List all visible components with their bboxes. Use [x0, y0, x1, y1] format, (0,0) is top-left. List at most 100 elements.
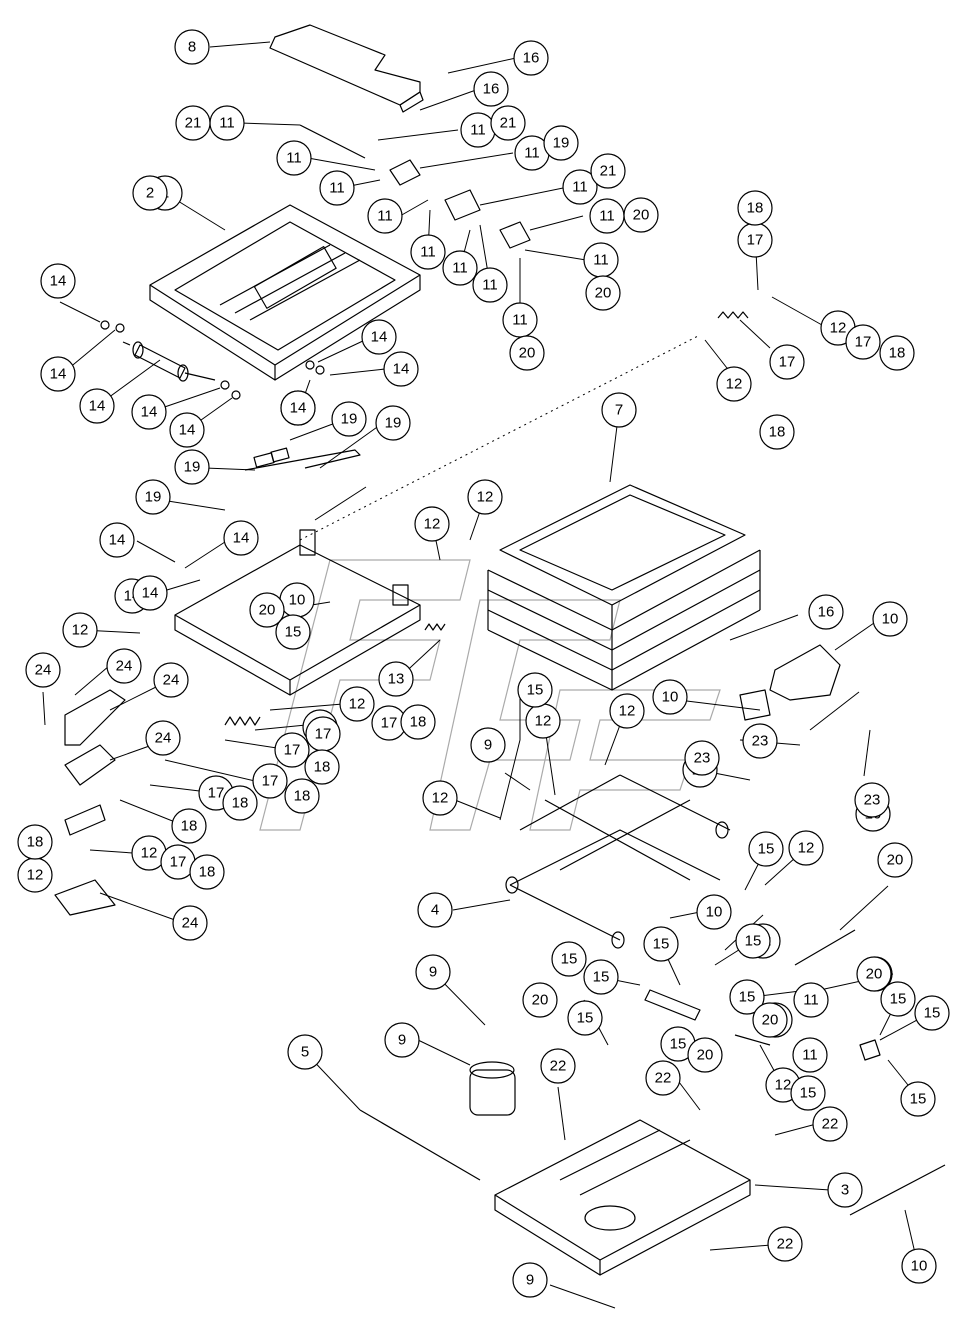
- callout-number: 14: [393, 361, 410, 378]
- callout-circle: [609, 693, 645, 729]
- callout-circle: [414, 506, 450, 542]
- callout-number: 11: [470, 122, 486, 139]
- callout-number: 4: [431, 902, 439, 919]
- callout-17: 17: [160, 844, 196, 880]
- callout-circle: [383, 351, 419, 387]
- callout-circle: [585, 275, 621, 311]
- callout-23: 23: [854, 782, 890, 818]
- callout-circle: [131, 394, 167, 430]
- callout-circle: [872, 601, 908, 637]
- callout-number: 14: [179, 422, 196, 439]
- callout-15: 15: [583, 959, 619, 995]
- callout-number: 24: [116, 658, 133, 675]
- callout-number: 10: [911, 1258, 928, 1275]
- callout-12: 12: [414, 506, 450, 542]
- callout-14: 14: [361, 319, 397, 355]
- callout-12: 12: [788, 830, 824, 866]
- callout-number: 11: [512, 312, 528, 329]
- callout-circle: [845, 324, 881, 360]
- callout-circle: [319, 170, 355, 206]
- callout-10: 10: [696, 894, 732, 930]
- callout-circle: [601, 392, 637, 428]
- callout-number: 15: [593, 969, 610, 986]
- callout-circle: [583, 959, 619, 995]
- callout-number: 14: [290, 400, 307, 417]
- callout-circle: [375, 405, 411, 441]
- callout-circle: [472, 267, 508, 303]
- callout-20: 20: [623, 197, 659, 233]
- callout-21: 21: [590, 153, 626, 189]
- callout-circle: [417, 892, 453, 928]
- callout-number: 12: [830, 320, 847, 337]
- part-hinges: [299, 124, 531, 249]
- callout-circle: [543, 125, 579, 161]
- callout-circle: [40, 356, 76, 392]
- callout-16: 16: [808, 594, 844, 630]
- callout-20: 20: [856, 956, 892, 992]
- callout-circle: [792, 1037, 828, 1073]
- callout-14: 14: [40, 356, 76, 392]
- callout-circle: [645, 1060, 681, 1096]
- callout-7: 7: [601, 392, 637, 428]
- callout-number: 17: [284, 742, 301, 759]
- callout-4: 4: [417, 892, 453, 928]
- callout-11: 11: [472, 267, 508, 303]
- callout-number: 17: [315, 726, 332, 743]
- callout-circle: [509, 335, 545, 371]
- callout-number: 2: [146, 185, 154, 202]
- part-5-rod: [359, 1109, 481, 1181]
- callout-circle: [856, 956, 892, 992]
- callout-14: 14: [79, 388, 115, 424]
- callout-circle: [287, 1034, 323, 1070]
- callout-number: 20: [633, 207, 650, 224]
- callout-24: 24: [172, 905, 208, 941]
- callout-20: 20: [509, 335, 545, 371]
- callout-circle: [284, 778, 320, 814]
- callout-number: 15: [924, 1005, 941, 1022]
- callout-number: 12: [535, 713, 552, 730]
- callout-24: 24: [145, 720, 181, 756]
- callout-number: 17: [208, 785, 225, 802]
- callout-22: 22: [812, 1106, 848, 1142]
- callout-number: 18: [199, 864, 216, 881]
- callout-number: 12: [141, 845, 158, 862]
- callout-circle: [562, 169, 598, 205]
- callout-circle: [367, 198, 403, 234]
- part-7-bellows: [487, 484, 761, 691]
- callout-number: 14: [233, 530, 250, 547]
- callout-20: 20: [752, 1002, 788, 1038]
- springs: [224, 311, 749, 726]
- callout-circle: [652, 679, 688, 715]
- callout-20: 20: [585, 275, 621, 311]
- callout-circle: [415, 954, 451, 990]
- callout-11: 11: [562, 169, 598, 205]
- callout-circle: [153, 662, 189, 698]
- callout-circle: [410, 234, 446, 270]
- callout-number: 24: [35, 662, 52, 679]
- callout-number: 15: [758, 841, 775, 858]
- callout-11: 11: [276, 140, 312, 176]
- part-3-base-plate: [494, 1119, 751, 1276]
- part-drawings: [54, 24, 946, 1276]
- callout-number: 12: [477, 489, 494, 506]
- callout-number: 14: [142, 585, 159, 602]
- callout-circle: [684, 740, 720, 776]
- callout-number: 15: [910, 1091, 927, 1108]
- callout-circle: [512, 1262, 548, 1298]
- callout-15: 15: [735, 923, 771, 959]
- callout-number: 14: [89, 398, 106, 415]
- callout-circle: [742, 723, 778, 759]
- callout-number: 18: [181, 818, 198, 835]
- callout-22: 22: [540, 1048, 576, 1084]
- callout-12: 12: [525, 703, 561, 739]
- callout-circle: [222, 785, 258, 821]
- callout-circle: [470, 727, 506, 763]
- callout-11: 11: [589, 198, 625, 234]
- callout-12: 12: [467, 479, 503, 515]
- callout-circle: [490, 105, 526, 141]
- callout-number: 17: [855, 334, 872, 351]
- callout-15: 15: [748, 831, 784, 867]
- callout-circle: [275, 614, 311, 650]
- callout-circle: [517, 672, 553, 708]
- callout-number: 20: [519, 345, 536, 362]
